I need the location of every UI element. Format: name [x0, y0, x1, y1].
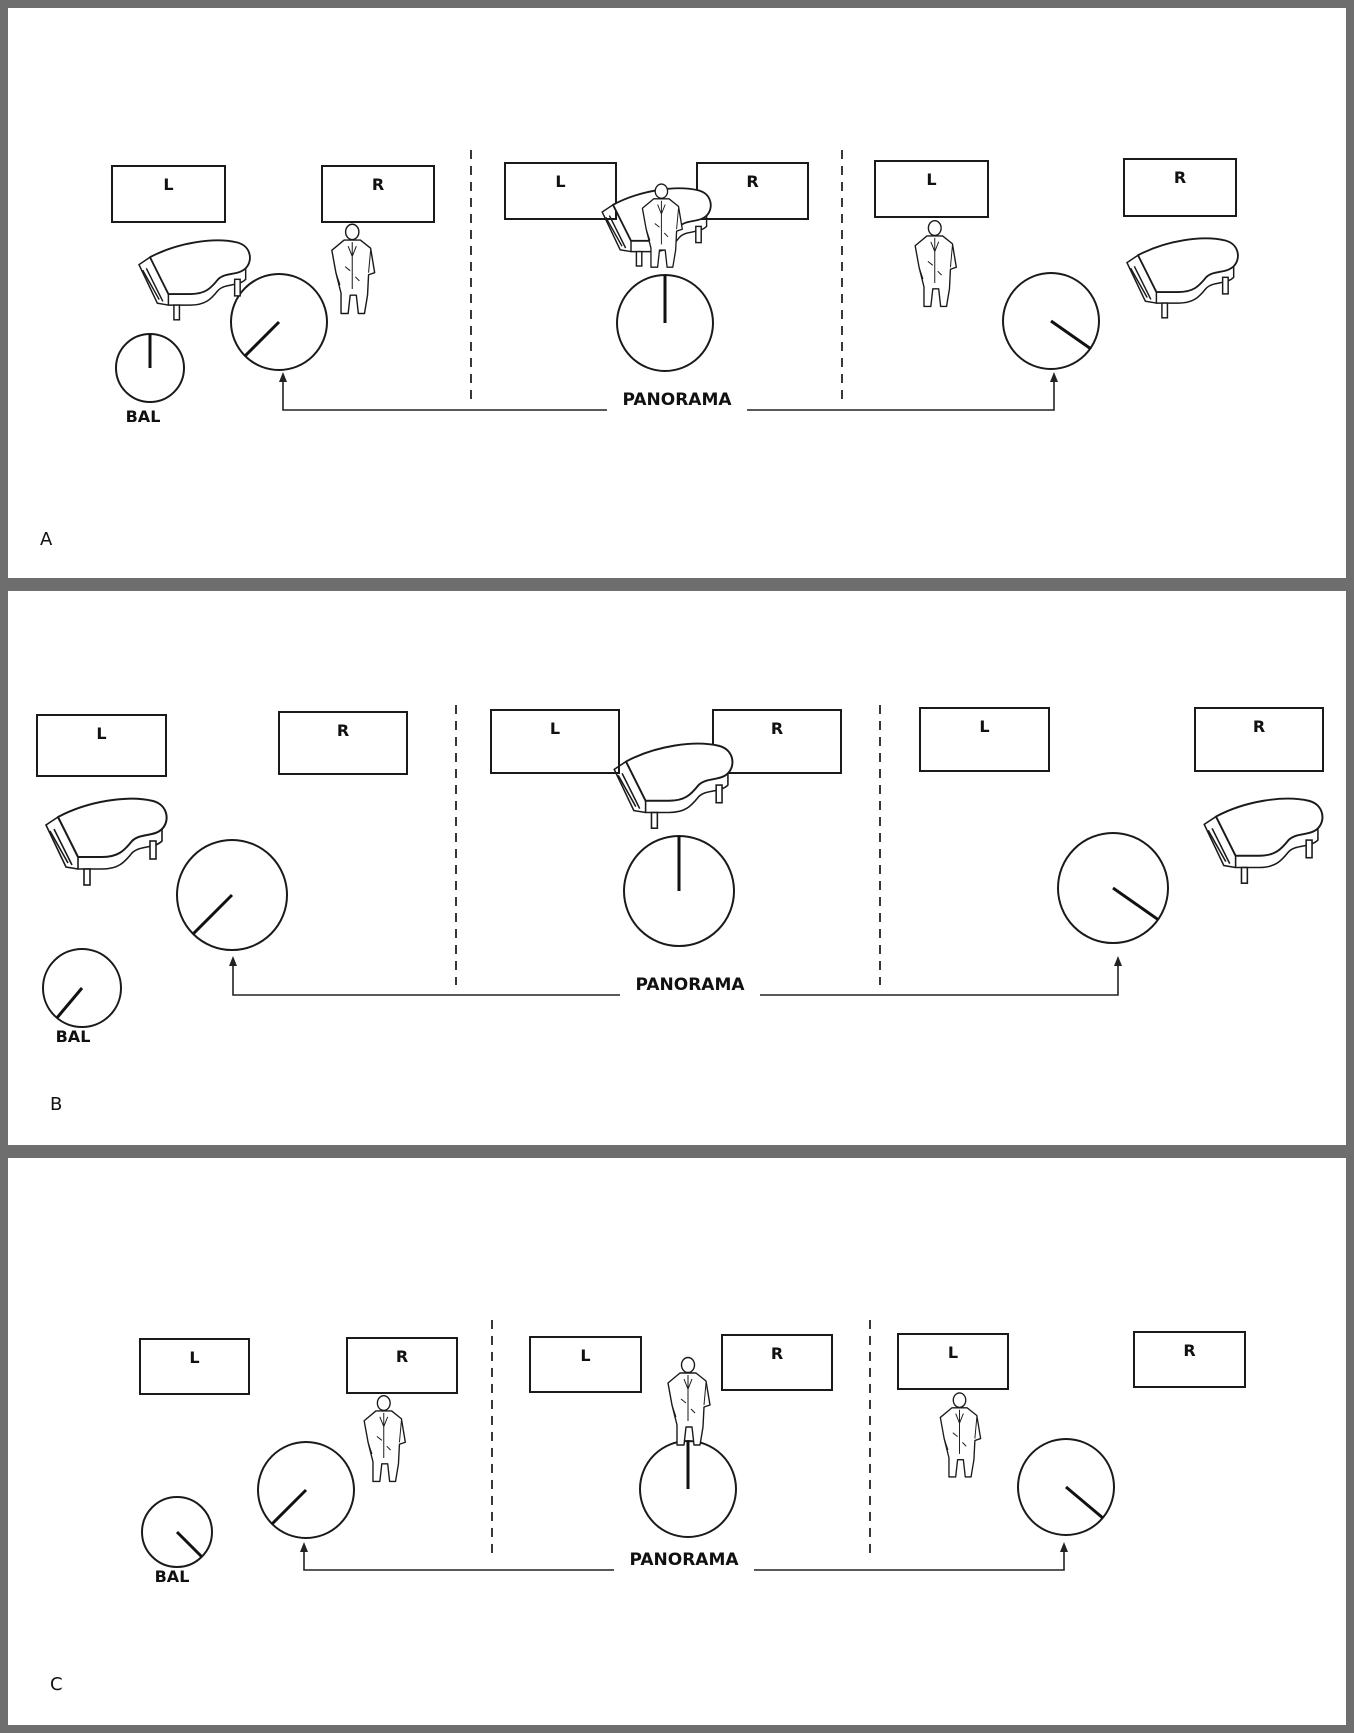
left-channel-label: L [948, 1343, 958, 1362]
right-channel-label: R [771, 719, 783, 738]
panels: L R L R L R BAL PANORAMA A L R L R L R BAL PANORAMA B L R L R… [4, 4, 1350, 1729]
left-channel-label: L [926, 170, 936, 189]
left-channel-label: L [189, 1348, 199, 1367]
panel-letter: B [50, 1094, 62, 1115]
left-channel-label: L [580, 1346, 590, 1365]
left-channel-label: L [555, 172, 565, 191]
right-channel-label: R [396, 1347, 408, 1366]
panel-c: L R L R L R BAL PANORAMA C [4, 1154, 1350, 1729]
panel-b: L R L R L R BAL PANORAMA B [4, 587, 1350, 1149]
right-channel-label: R [372, 175, 384, 194]
right-channel-label: R [746, 172, 758, 191]
right-channel-label: R [337, 721, 349, 740]
left-channel-label: L [979, 717, 989, 736]
panel-a: L R L R L R BAL PANORAMA A [4, 4, 1350, 582]
balance-label: BAL [126, 407, 161, 426]
panorama-label: PANORAMA [622, 390, 732, 410]
right-channel-label: R [1253, 717, 1265, 736]
right-channel-label: R [771, 1344, 783, 1363]
balance-label: BAL [56, 1027, 91, 1046]
panel-letter: A [40, 529, 53, 550]
panorama-label: PANORAMA [635, 975, 745, 995]
panel-letter: C [50, 1674, 63, 1695]
left-channel-label: L [96, 724, 106, 743]
panorama-label: PANORAMA [629, 1550, 739, 1570]
left-channel-label: L [163, 175, 173, 194]
balance-label: BAL [155, 1567, 190, 1586]
right-channel-label: R [1174, 168, 1186, 187]
left-channel-label: L [550, 719, 560, 738]
right-channel-label: R [1183, 1341, 1195, 1360]
